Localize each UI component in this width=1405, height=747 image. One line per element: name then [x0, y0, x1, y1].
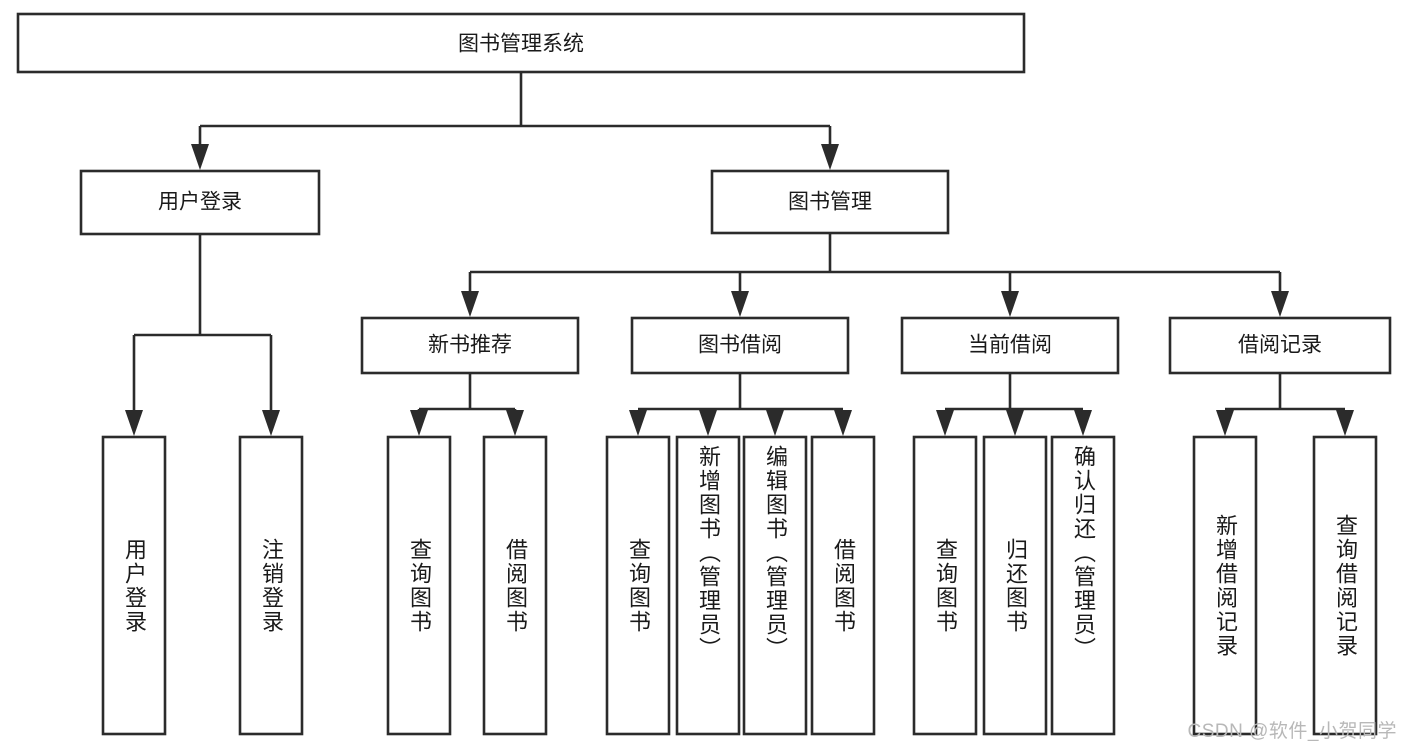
- arrowhead-user-login: [191, 144, 209, 170]
- node-new-book-recommend-box[interactable]: [360, 316, 580, 375]
- leaf-box-edit-book[interactable]: [742, 435, 808, 736]
- node-user-login-label: 用户登录: [158, 191, 242, 214]
- leaf-box-query-borrow-record[interactable]: [1312, 435, 1378, 736]
- leaf-box-return-book[interactable]: [982, 435, 1048, 736]
- arrowhead-leaf-query-book-borrow: [629, 410, 647, 436]
- node-borrow-record-label: 借阅记录: [1238, 334, 1322, 357]
- leaf-box-borrow-book[interactable]: [810, 435, 876, 736]
- leaf-box-user-login[interactable]: [101, 435, 167, 736]
- arrowhead-leaf-return-book: [1006, 410, 1024, 436]
- leaf-box-confirm-return[interactable]: [1050, 435, 1116, 736]
- leaf-box-group: [101, 435, 1378, 736]
- arrowhead-leaf-query-borrow-record: [1336, 410, 1354, 436]
- node-book-manage-label: 图书管理: [788, 191, 872, 214]
- arrowhead-leaf-user-login: [125, 410, 143, 436]
- arrowhead-book-borrow: [731, 291, 749, 317]
- node-user-login[interactable]: 用户登录: [79, 169, 321, 236]
- node-book-manage[interactable]: 图书管理: [710, 169, 950, 235]
- leaf-box-borrow-book-recommend[interactable]: [482, 435, 548, 736]
- node-current-borrow-box[interactable]: [900, 316, 1120, 375]
- leaf-box-add-book[interactable]: [675, 435, 741, 736]
- arrowhead-leaf-query-book-recommend: [410, 410, 428, 436]
- arrowhead-leaf-borrow-book-recommend: [506, 410, 524, 436]
- node-book-borrow[interactable]: 图书借阅: [630, 316, 850, 375]
- leaf-box-query-book-borrow[interactable]: [605, 435, 671, 736]
- arrowhead-leaf-add-borrow-record: [1216, 410, 1234, 436]
- arrowhead-new-book-recommend: [461, 291, 479, 317]
- node-book-borrow-label: 图书借阅: [698, 334, 782, 357]
- node-book-manage-box[interactable]: [710, 169, 950, 235]
- node-current-borrow[interactable]: 当前借阅: [900, 316, 1120, 375]
- node-root-label: 图书管理系统: [458, 33, 584, 56]
- arrowhead-book-manage: [821, 144, 839, 170]
- arrowhead-leaf-confirm-return: [1074, 410, 1092, 436]
- arrowhead-current-borrow: [1001, 291, 1019, 317]
- node-root-box[interactable]: [16, 12, 1026, 74]
- leaf-box-query-book-recommend[interactable]: [386, 435, 452, 736]
- arrowhead-borrow-record: [1271, 291, 1289, 317]
- node-borrow-record-box[interactable]: [1168, 316, 1392, 375]
- node-user-login-box[interactable]: [79, 169, 321, 236]
- leaf-box-logout[interactable]: [238, 435, 304, 736]
- leaf-box-query-book-current[interactable]: [912, 435, 978, 736]
- node-book-borrow-box[interactable]: [630, 316, 850, 375]
- node-new-book-recommend[interactable]: 新书推荐: [360, 316, 580, 375]
- node-current-borrow-label: 当前借阅: [968, 334, 1052, 357]
- node-root[interactable]: 图书管理系统: [16, 12, 1026, 74]
- node-borrow-record[interactable]: 借阅记录: [1168, 316, 1392, 375]
- arrowhead-leaf-edit-book: [766, 410, 784, 436]
- connector-group: [125, 72, 1354, 436]
- leaf-box-add-borrow-record[interactable]: [1192, 435, 1258, 736]
- arrowhead-leaf-query-book-current: [936, 410, 954, 436]
- node-new-book-recommend-label: 新书推荐: [428, 334, 512, 357]
- arrowhead-leaf-borrow-book: [834, 410, 852, 436]
- arrowhead-leaf-add-book: [699, 410, 717, 436]
- arrowhead-leaf-logout: [262, 410, 280, 436]
